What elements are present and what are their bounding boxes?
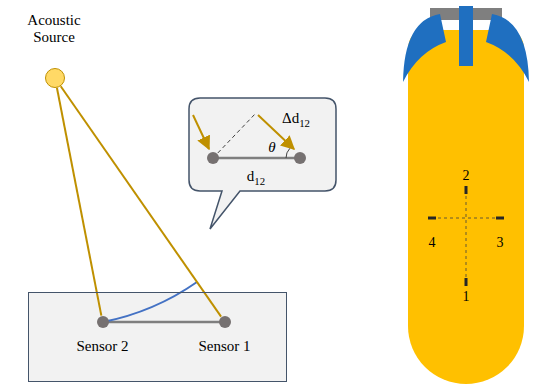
- callout-bubble: Δd12 θd12: [188, 97, 337, 233]
- baseline: [103, 321, 225, 324]
- sensor-label: Sensor 1: [198, 338, 250, 355]
- callout-shape: [188, 97, 337, 233]
- mast: [459, 6, 473, 66]
- sensor-mark: [465, 186, 468, 194]
- source-label: Acoustic Source: [14, 12, 94, 47]
- sensor-box: Sensor 2 Sensor 1: [28, 292, 287, 382]
- sensor-number: 1: [463, 290, 470, 304]
- vehicle-body: [408, 30, 524, 384]
- fin: [403, 14, 446, 82]
- axis-line: [432, 218, 500, 219]
- sensor-mark: [465, 278, 468, 286]
- sensor-number: 3: [497, 236, 504, 250]
- axis-line: [466, 190, 467, 282]
- vehicle: [403, 6, 529, 384]
- baseline: [213, 157, 300, 160]
- delta-label: Δd12: [282, 110, 310, 127]
- sensor-dot: Sensor 2: [97, 316, 109, 328]
- sensor-mark: [496, 217, 504, 220]
- sensor-number: 2: [463, 169, 470, 183]
- wavefront-arc: [103, 282, 197, 322]
- angle-arc: [286, 148, 290, 158]
- callout-outline: [189, 98, 336, 229]
- ray-arrow: [193, 115, 209, 149]
- sensor-dot: Sensor 1: [219, 316, 231, 328]
- sensor-number: 4: [429, 236, 436, 250]
- distance-label: d12: [247, 168, 265, 185]
- sound-ray: [57, 88, 101, 316]
- wavefront-line: [213, 113, 256, 158]
- sensor-label: Sensor 2: [76, 338, 128, 355]
- sensor-dot: [294, 152, 306, 164]
- sensor-mark: [428, 217, 436, 220]
- sensor-dot: [207, 152, 219, 164]
- source-circle: Acoustic Source: [45, 68, 65, 88]
- fin: [486, 14, 529, 82]
- angle-label: θ: [268, 139, 275, 156]
